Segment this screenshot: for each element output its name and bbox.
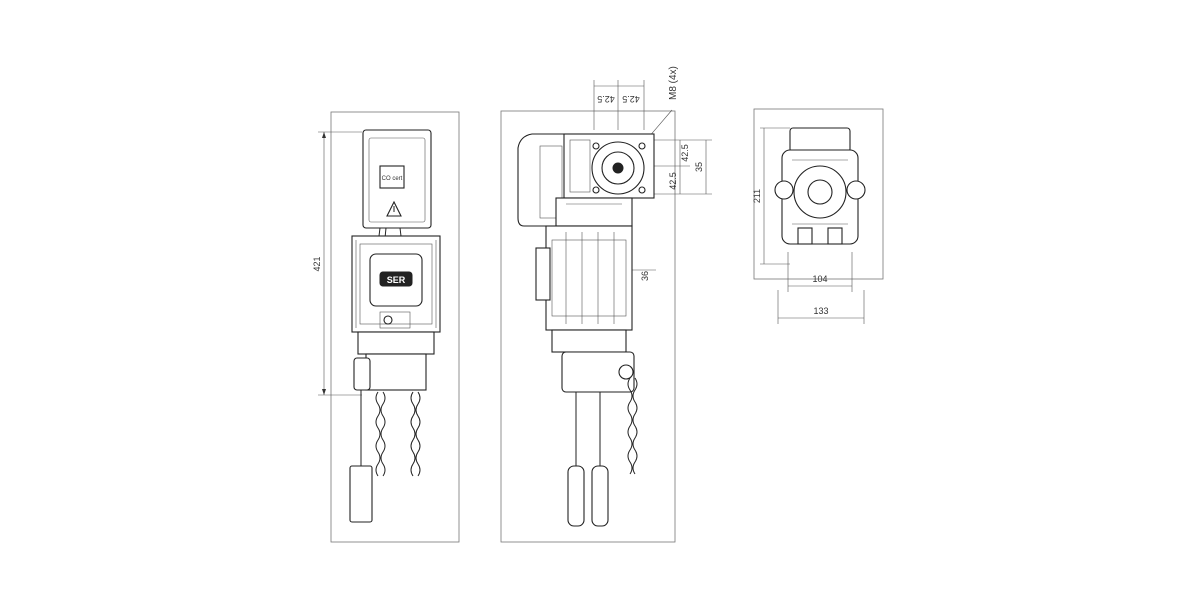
side-right-dimensions: 42.5 42.5 35: [650, 139, 712, 195]
top-width-outer-label: 133: [813, 306, 828, 316]
gear-flange: [357, 331, 435, 355]
cert-badge-label: CO cert: [382, 176, 403, 182]
brand-logo-plate: [379, 271, 413, 287]
side-handle-left: [567, 465, 585, 527]
top-view-frame: [753, 108, 884, 280]
side-chain-guide: [618, 364, 634, 380]
front-view: 421 CO cert SER: [312, 111, 460, 543]
brand-logo-label: SER: [387, 275, 406, 285]
side-holes-callout: M8 (4x): [647, 66, 679, 139]
top-width-outer-dimension: 133: [777, 290, 865, 324]
front-chains: [375, 391, 421, 477]
chain-wheel-housing: [365, 353, 427, 391]
side-top-right-label: 42.5: [622, 94, 640, 104]
side-offset-label: 36: [640, 271, 650, 281]
side-hand-chain: [627, 377, 633, 475]
side-view-frame: [500, 110, 676, 543]
top-left-clamp: [797, 227, 813, 245]
top-height-label: 211: [752, 189, 762, 203]
side-lower-flange: [551, 329, 627, 353]
top-control-box: [789, 127, 851, 153]
side-right-total-label: 35: [694, 162, 704, 172]
side-right-bottom-label: 42.5: [668, 172, 678, 190]
side-handle-right: [591, 465, 609, 527]
hand-chain-guard: [353, 357, 371, 391]
top-right-guide: [846, 180, 866, 200]
side-terminal-box: [535, 247, 551, 301]
top-left-guide: [774, 180, 794, 200]
top-view: 211 104 133: [752, 108, 884, 324]
pull-handle: [349, 465, 373, 523]
cert-badge: [379, 165, 405, 189]
side-motor: [545, 225, 633, 331]
side-top-dimensions: 42.5 42.5: [593, 80, 645, 130]
side-view: 42.5 42.5 M8 (4x) 42.5 42.5 35 36: [500, 66, 712, 543]
top-width-inner-label: 104: [812, 274, 827, 284]
side-top-left-label: 42.5: [597, 94, 615, 104]
front-height-dimension: 421: [312, 131, 362, 396]
side-right-top-label: 42.5: [680, 144, 690, 162]
front-height-label: 421: [312, 256, 322, 271]
side-offset-dimension: 36: [631, 200, 656, 300]
top-width-inner-dimension: 104: [787, 252, 853, 292]
side-output-shaft: [612, 162, 624, 174]
side-neck: [555, 197, 633, 227]
side-chain-housing: [561, 351, 635, 393]
front-view-frame: [330, 111, 460, 543]
top-height-dimension: 211: [752, 127, 790, 265]
side-holes-label: M8 (4x): [668, 66, 679, 100]
top-right-clamp: [827, 227, 843, 245]
